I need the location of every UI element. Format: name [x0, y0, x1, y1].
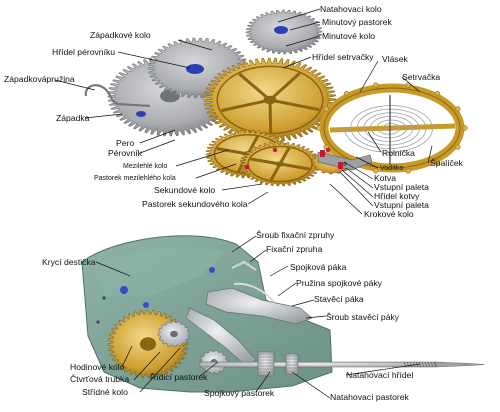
- bottom-labels: Šroub fixační zpruhy Fixační zpruha Kryc…: [42, 230, 413, 402]
- label-setrvacka: Setrvačka: [402, 72, 440, 82]
- label-ctvrtova-trubka: Čtvrťová trubka: [70, 374, 129, 384]
- label-fixacni-zpruha: Fixační zpruha: [266, 244, 323, 254]
- label-vodítko: Vodítko: [380, 165, 403, 172]
- setting-lever: [205, 287, 313, 325]
- seconds-wheel: [239, 141, 321, 187]
- plate-screw-3: [143, 302, 149, 308]
- label-spalicek: Špalíček: [430, 158, 464, 168]
- label-hridel-kotvy: Hřídel kotvy: [374, 191, 420, 201]
- blue-screw-2: [274, 26, 288, 34]
- label-pastorek-mezilehleho-kola: Pastorek mezilehlého kola: [94, 175, 176, 182]
- ruby-jewel-2: [272, 147, 278, 153]
- plate-screw-2: [209, 267, 215, 273]
- pallet-fork: [317, 150, 373, 171]
- plate-hole-1: [102, 296, 106, 300]
- label-krokove-kolo: Krokové kolo: [364, 209, 414, 219]
- minute-wheel: [203, 57, 337, 143]
- detent-spring: [231, 260, 257, 271]
- label-zapadkove-kolo: Západkové kolo: [90, 30, 151, 40]
- top-leader-lines: [54, 8, 433, 215]
- blue-screw-1: [186, 64, 204, 74]
- label-zapadka: Západka: [56, 113, 90, 123]
- label-spojkova-paka: Spojková páka: [290, 262, 347, 272]
- label-hodinove-kolo: Hodinové kolo: [70, 362, 125, 372]
- label-pruzina-spojkove-paky: Pružina spojkové páky: [296, 278, 383, 288]
- ruby-jewel-1: [244, 164, 250, 170]
- label-sroub-fixacni-zpruhy: Šroub fixační zpruhy: [256, 230, 335, 240]
- label-pero: Pero: [116, 138, 134, 148]
- label-natahovaci-hridel: Natahovací hřídel: [346, 370, 413, 380]
- label-natahovaci-pastorek: Natahovací pastorek: [330, 392, 410, 402]
- label-ridici-pastorek: Řídicí pastorek: [150, 372, 208, 382]
- label-sekundove-kolo: Sekundové kolo: [154, 185, 215, 195]
- label-kryci-desticka: Krycí destička: [42, 257, 96, 267]
- label-minutove-kolo: Minutové kolo: [322, 31, 375, 41]
- click-spring: [84, 84, 151, 108]
- label-natahovaci-kolo: Natahovací kolo: [320, 4, 382, 14]
- cover-plate: [94, 246, 226, 296]
- label-vstupni-paleta-1: Vstupní paleta: [374, 182, 429, 192]
- label-staveci-paka: Stavěcí páka: [314, 294, 364, 304]
- label-hridel-perovniku: Hřídel pérovníku: [52, 47, 115, 57]
- blue-screw-3: [136, 111, 146, 117]
- top-labels: Natahovací kolo Minutový pastorek Západk…: [4, 4, 464, 219]
- label-spojkovy-pastorek: Spojkový pastorek: [204, 388, 275, 398]
- bottom-leader-lines: [95, 235, 421, 399]
- label-sroub-staveci-paky: Šroub stavěcí páky: [326, 312, 400, 322]
- yoke-spring: [233, 282, 275, 303]
- minute-wheel-bottom: [157, 320, 191, 348]
- label-minutovy-pastorek: Minutový pastorek: [322, 17, 392, 27]
- label-vstupni-paleta-2: Vstupní paleta: [374, 200, 429, 210]
- label-hridel-setrvacky: Hřídel setrvačky: [312, 52, 374, 62]
- label-rolnicka: Rolnička: [382, 148, 415, 158]
- balance-screws: [316, 82, 468, 174]
- label-pastorek-sekundoveho-kola: Pastorek sekundového kola: [142, 199, 248, 209]
- winding-stem: [199, 351, 485, 377]
- plate-hole-2: [96, 320, 100, 324]
- plate-screw-1: [120, 286, 128, 294]
- label-vlasek: Vlásek: [382, 54, 408, 64]
- bottom-mechanism: [81, 235, 485, 393]
- label-zapadkova-pruzina: Západkovápružina: [4, 74, 75, 84]
- label-mezilehle-kolo: Mezilehlé kolo: [123, 163, 167, 170]
- balance-wheel: [316, 82, 468, 174]
- label-stridne-kolo: Střídné kolo: [82, 387, 128, 397]
- top-mechanism: [84, 9, 468, 187]
- label-kotva: Kotva: [374, 173, 396, 183]
- ruby-jewel-3: [325, 147, 331, 153]
- label-perovnik: Pérovník: [108, 148, 143, 158]
